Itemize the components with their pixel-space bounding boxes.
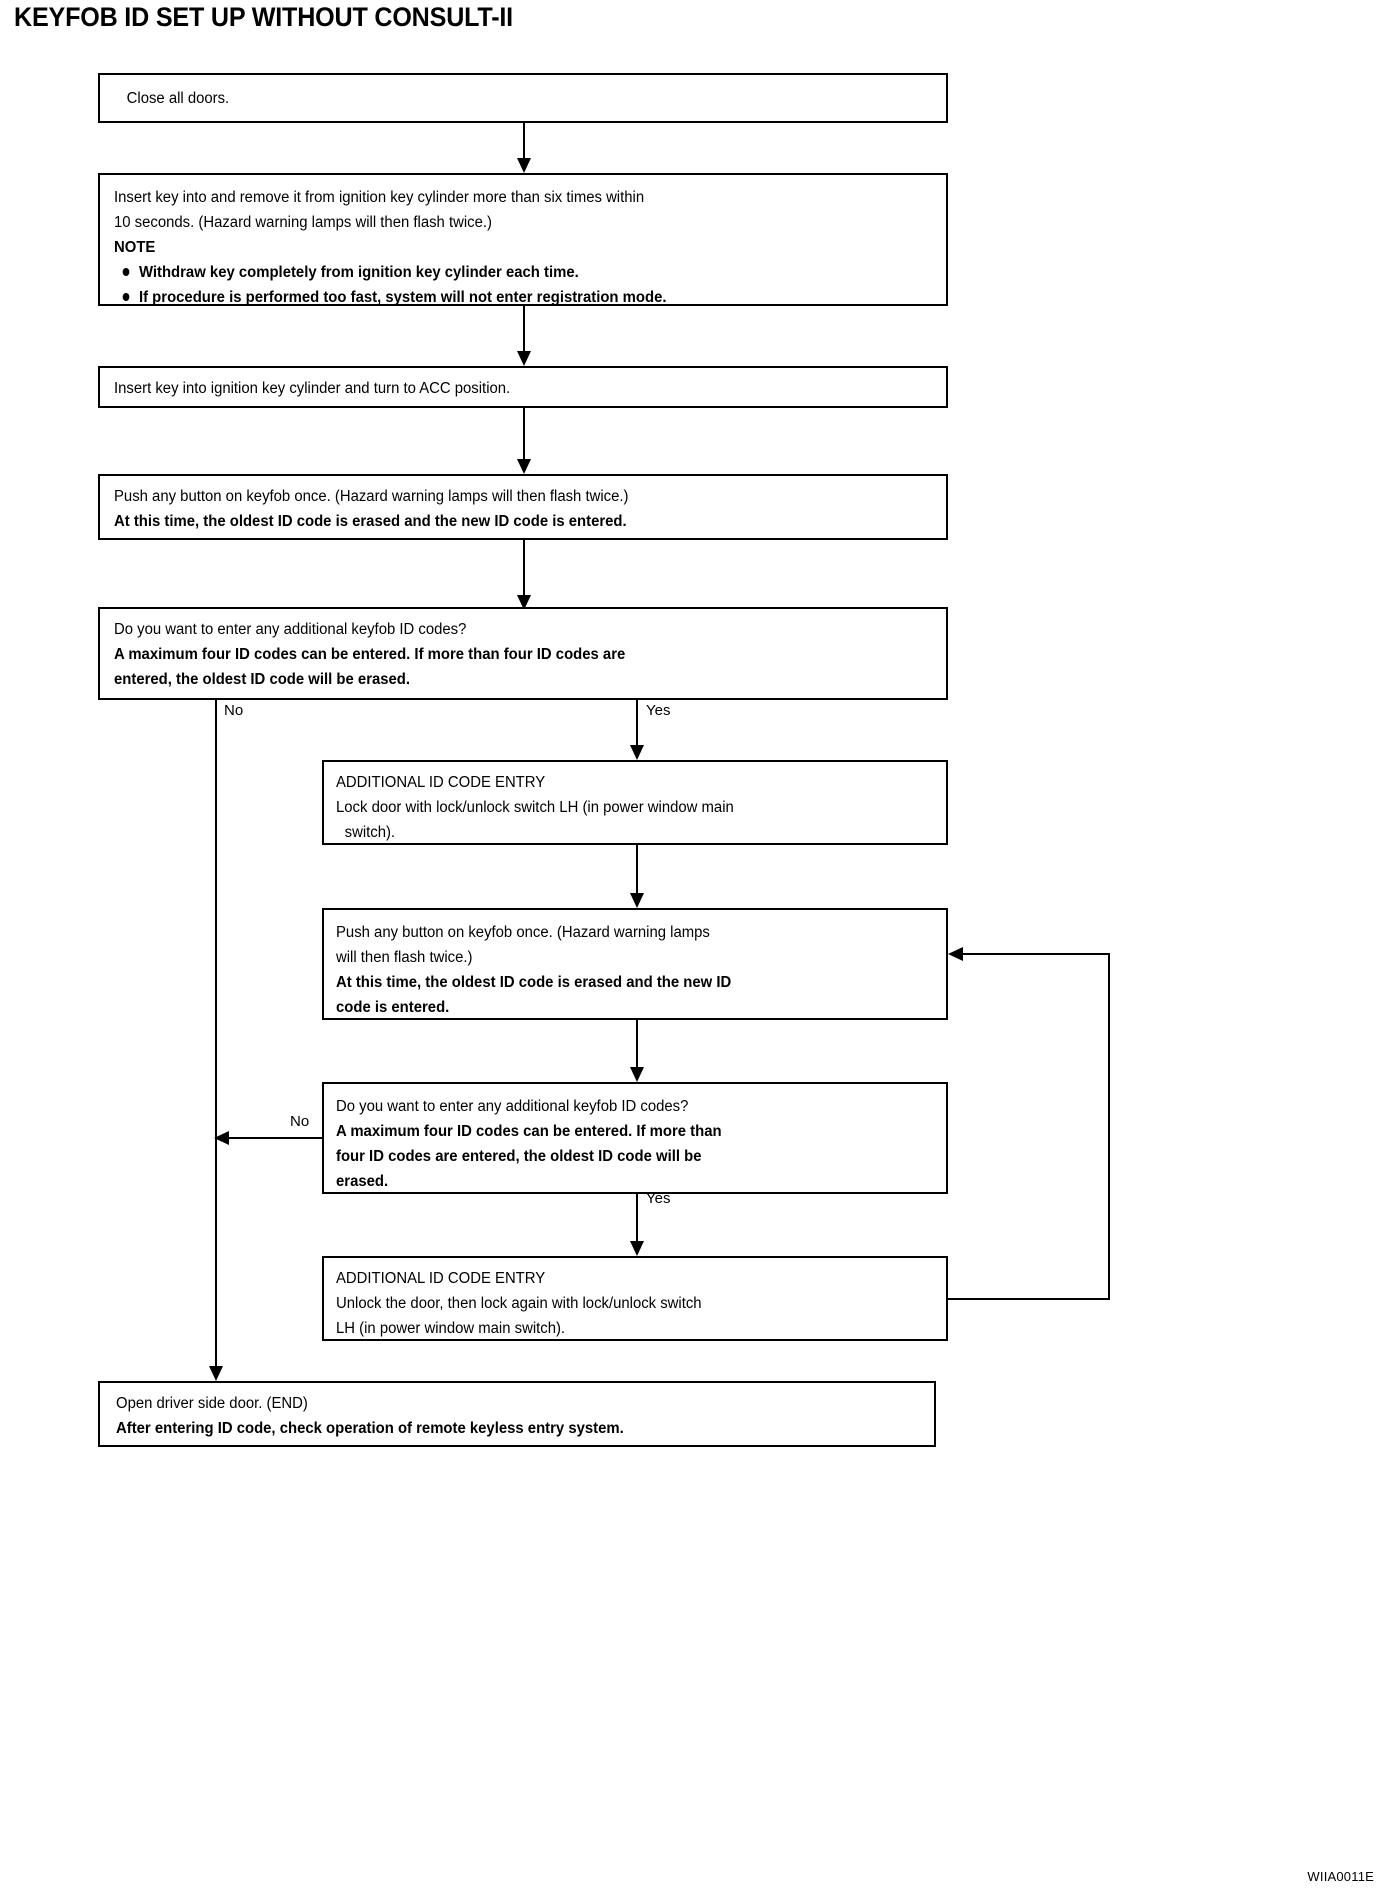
connector-line-loopback-bottom [948, 1298, 1110, 1300]
arrow-down-icon [630, 745, 644, 760]
box-close-all-doors: Close all doors. [98, 73, 948, 123]
box-line: LH (in power window main switch). [336, 1320, 566, 1337]
box-line: Do you want to enter any additional keyf… [114, 621, 467, 638]
box-line: will then flash twice.) [336, 949, 473, 966]
box-line: code is entered. [336, 999, 450, 1016]
connector-line [636, 845, 638, 897]
arrow-left-icon [214, 1131, 229, 1145]
arrow-down-icon [209, 1366, 223, 1381]
connector-line-yes-branch-1 [636, 700, 638, 750]
box-line: Unlock the door, then lock again with lo… [336, 1295, 702, 1312]
box-decision-additional-codes-1: Do you want to enter any additional keyf… [98, 607, 948, 700]
box-line: erased. [336, 1173, 389, 1190]
box-line: switch). [344, 824, 396, 841]
box-line: Insert key into and remove it from ignit… [114, 189, 645, 206]
box-line: 10 seconds. (Hazard warning lamps will t… [114, 214, 492, 231]
connector-line-no-branch-2 [228, 1137, 324, 1139]
box-note-heading: NOTE [114, 239, 156, 256]
box-line: Close all doors. [126, 90, 230, 107]
connector-line-loopback-right [1108, 953, 1110, 1300]
arrow-down-icon [630, 1067, 644, 1082]
box-heading: ADDITIONAL ID CODE ENTRY [336, 1270, 546, 1287]
box-insert-remove-key: Insert key into and remove it from ignit… [98, 173, 948, 306]
connector-line-loopback-top [962, 953, 1110, 955]
box-line: At this time, the oldest ID code is eras… [114, 513, 627, 530]
arrow-down-icon [517, 351, 531, 366]
box-line: Push any button on keyfob once. (Hazard … [336, 924, 710, 941]
box-open-driver-door-end: Open driver side door. (END) After enter… [98, 1381, 936, 1447]
branch-label-yes-1: Yes [646, 702, 671, 719]
connector-line [523, 306, 525, 354]
box-additional-id-code-entry-lock: ADDITIONAL ID CODE ENTRY Lock door with … [322, 760, 948, 845]
connector-line [523, 408, 525, 462]
box-heading: ADDITIONAL ID CODE ENTRY [336, 774, 546, 791]
box-bullet: Withdraw key completely from ignition ke… [114, 260, 913, 285]
connector-line [523, 540, 525, 602]
box-line: After entering ID code, check operation … [116, 1420, 624, 1437]
branch-label-no-1: No [224, 702, 244, 719]
box-decision-additional-codes-2: Do you want to enter any additional keyf… [322, 1082, 948, 1194]
connector-line-no-branch-1 [215, 700, 217, 1370]
box-push-keyfob-button-main: Push any button on keyfob once. (Hazard … [98, 474, 948, 540]
box-line: four ID codes are entered, the oldest ID… [336, 1148, 702, 1165]
figure-code: WIIA0011E [1307, 1869, 1374, 1884]
box-bullet: If procedure is performed too fast, syst… [114, 285, 913, 310]
box-line: Insert key into ignition key cylinder an… [114, 380, 511, 397]
arrow-down-icon [630, 1241, 644, 1256]
arrow-down-icon [630, 893, 644, 908]
connector-line-yes-branch-2 [636, 1194, 638, 1246]
arrow-down-icon [517, 158, 531, 173]
branch-label-no-2: No [290, 1113, 310, 1130]
connector-line [523, 123, 525, 163]
box-turn-to-acc: Insert key into ignition key cylinder an… [98, 366, 948, 408]
box-line: entered, the oldest ID code will be eras… [114, 671, 411, 688]
arrow-down-icon [517, 459, 531, 474]
box-line: Do you want to enter any additional keyf… [336, 1098, 689, 1115]
arrow-down-icon [517, 595, 531, 610]
box-push-keyfob-button-sub: Push any button on keyfob once. (Hazard … [322, 908, 948, 1020]
connector-line [636, 1020, 638, 1072]
box-line: A maximum four ID codes can be entered. … [336, 1123, 722, 1140]
box-line: A maximum four ID codes can be entered. … [114, 646, 626, 663]
box-line: At this time, the oldest ID code is eras… [336, 974, 732, 991]
branch-label-yes-2: Yes [646, 1190, 671, 1207]
arrow-left-icon [948, 947, 963, 961]
box-line: Lock door with lock/unlock switch LH (in… [336, 799, 734, 816]
box-additional-id-code-entry-unlock: ADDITIONAL ID CODE ENTRY Unlock the door… [322, 1256, 948, 1341]
box-line: Push any button on keyfob once. (Hazard … [114, 488, 629, 505]
page-title: KEYFOB ID SET UP WITHOUT CONSULT-II [14, 2, 513, 32]
box-line: Open driver side door. (END) [116, 1395, 308, 1412]
